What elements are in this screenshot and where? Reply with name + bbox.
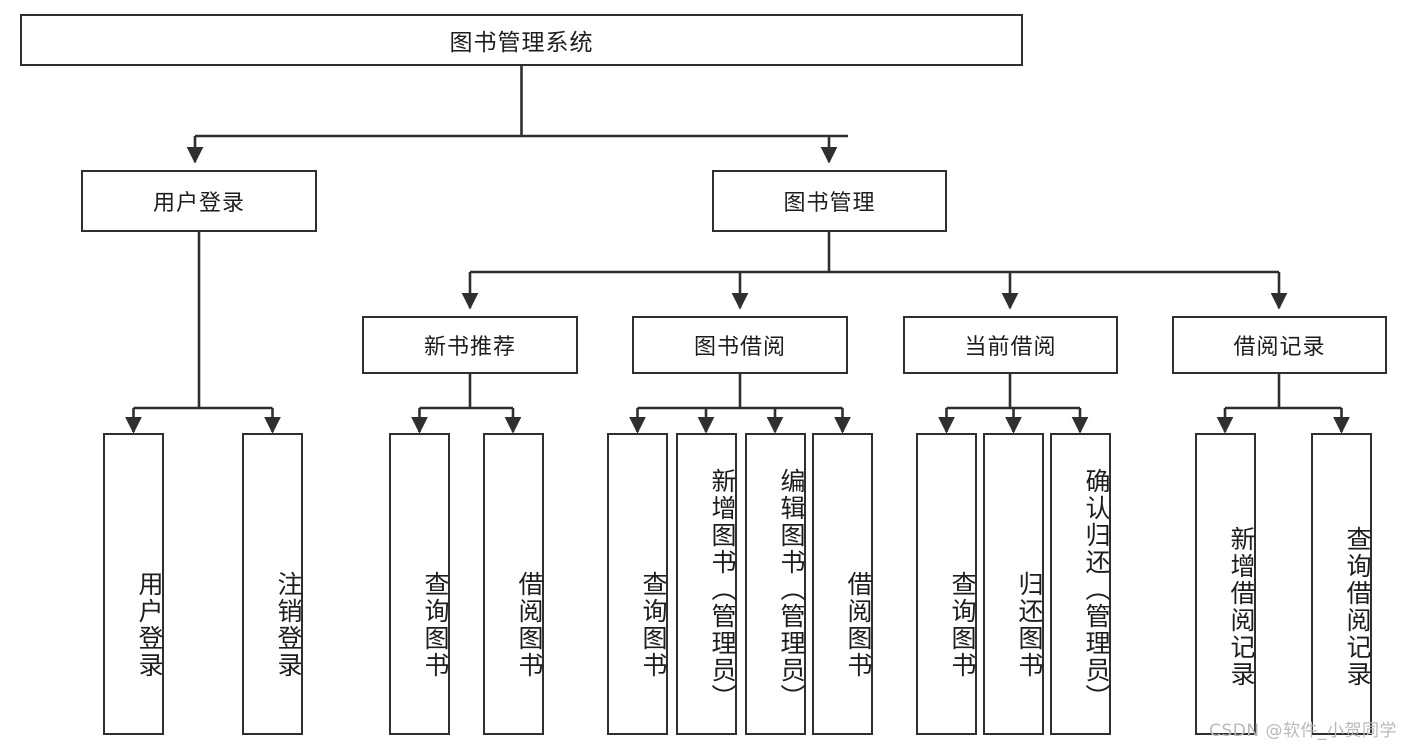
leaf-query-book-2[interactable]: 查询图书 [607,433,668,735]
leaf-return-book-label: 归还图书 [1015,571,1044,679]
leaf-query-book-3-label: 查询图书 [948,571,977,679]
leaf-return-book[interactable]: 归还图书 [983,433,1044,735]
leaf-user-login-label: 用户登录 [135,571,164,679]
node-book-manage[interactable]: 图书管理 [712,170,947,232]
node-new-book-rec-label: 新书推荐 [423,335,516,360]
leaf-logout-login[interactable]: 注销登录 [242,433,303,735]
leaf-edit-book-label: 编辑图书（管理员） [777,467,806,711]
node-user-login[interactable]: 用户登录 [81,170,317,232]
leaf-borrow-book-1[interactable]: 借阅图书 [483,433,544,735]
leaf-query-record-label: 查询借阅记录 [1343,525,1372,688]
leaf-confirm-return-label: 确认归还（管理员） [1082,467,1111,711]
leaf-query-record[interactable]: 查询借阅记录 [1311,433,1372,735]
node-root-label: 图书管理系统 [449,30,594,56]
leaf-borrow-book-2[interactable]: 借阅图书 [812,433,873,735]
leaf-add-record-label: 新增借阅记录 [1227,525,1256,688]
node-current-borrow[interactable]: 当前借阅 [903,316,1118,374]
leaf-query-book-3[interactable]: 查询图书 [916,433,977,735]
leaf-query-book-1-label: 查询图书 [421,571,450,679]
node-current-borrow-label: 当前借阅 [964,335,1057,360]
leaf-confirm-return[interactable]: 确认归还（管理员） [1050,433,1111,735]
node-book-manage-label: 图书管理 [783,191,876,216]
leaf-edit-book[interactable]: 编辑图书（管理员） [745,433,806,735]
leaf-add-record[interactable]: 新增借阅记录 [1195,433,1256,735]
leaf-borrow-book-1-label: 借阅图书 [515,571,544,679]
leaf-user-login[interactable]: 用户登录 [103,433,164,735]
watermark: CSDN @软件_小贺同学 [1209,721,1397,741]
node-book-borrow[interactable]: 图书借阅 [632,316,848,374]
leaf-query-book-2-label: 查询图书 [639,571,668,679]
leaf-logout-login-label: 注销登录 [274,571,303,679]
node-book-borrow-label: 图书借阅 [693,335,786,360]
leaf-add-book[interactable]: 新增图书（管理员） [676,433,737,735]
leaf-add-book-label: 新增图书（管理员） [708,467,737,711]
node-borrow-record[interactable]: 借阅记录 [1172,316,1387,374]
node-root[interactable]: 图书管理系统 [20,14,1023,66]
node-user-login-label: 用户登录 [152,191,245,216]
node-new-book-rec[interactable]: 新书推荐 [362,316,578,374]
leaf-borrow-book-2-label: 借阅图书 [844,571,873,679]
node-borrow-record-label: 借阅记录 [1233,335,1326,360]
leaf-query-book-1[interactable]: 查询图书 [389,433,450,735]
